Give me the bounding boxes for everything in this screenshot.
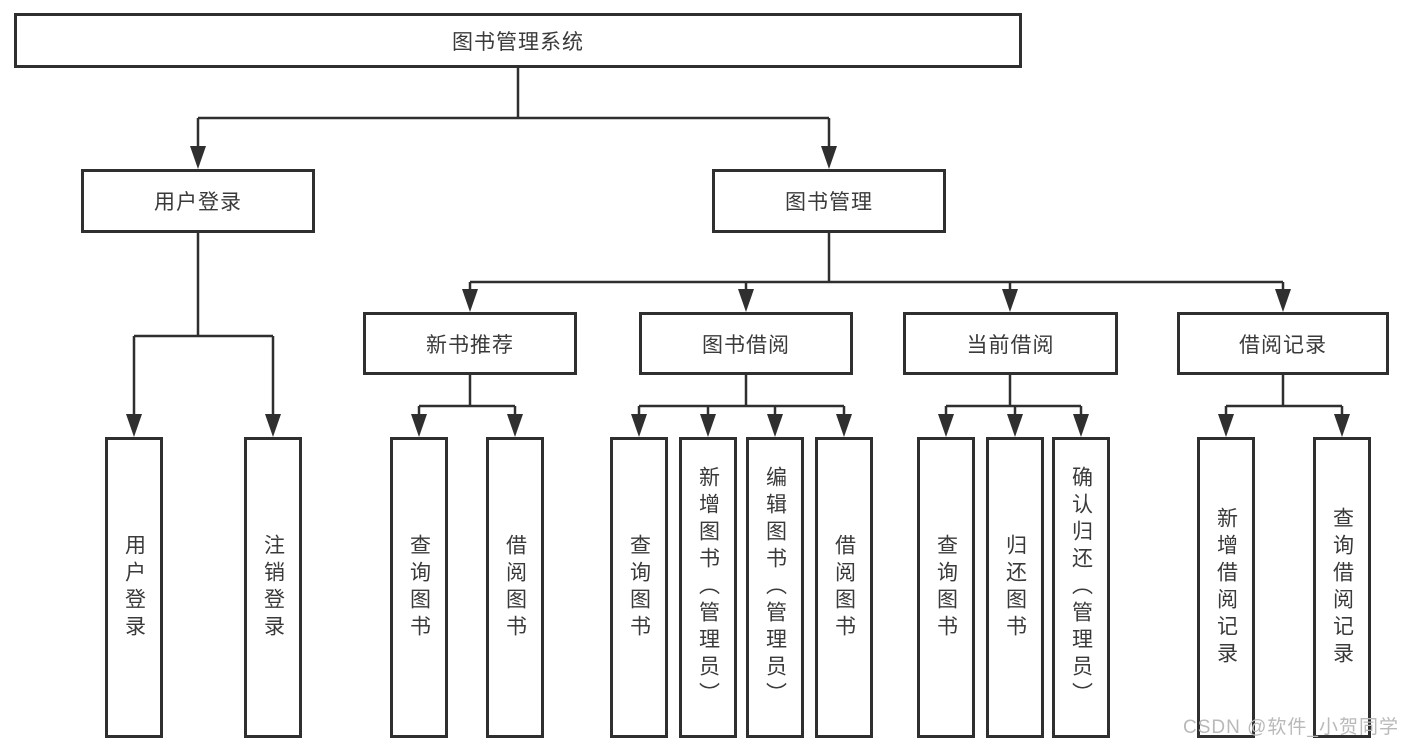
- connector-mgmt-to-level2: [462, 233, 1291, 312]
- node-book-management: 图书管理: [712, 169, 946, 233]
- node-leaf-borrow-borrow-label: 借阅图书: [832, 533, 856, 642]
- connector-current-to-leaves: [938, 375, 1089, 437]
- csdn-watermark: CSDN @软件_小贺同学: [1183, 717, 1399, 738]
- node-current-borrow-label: 当前借阅: [966, 333, 1055, 357]
- arrowhead-icon: [767, 414, 783, 437]
- node-book-borrow: 图书借阅: [639, 312, 853, 375]
- node-borrow-records: 借阅记录: [1177, 312, 1389, 375]
- connector-records-to-leaves: [1218, 375, 1350, 437]
- node-leaf-borrow-query-label: 查询图书: [627, 533, 651, 642]
- arrowhead-icon: [190, 146, 206, 169]
- connector-borrow-to-leaves: [631, 375, 852, 437]
- node-leaf-records-query-label: 查询借阅记录: [1330, 506, 1354, 669]
- arrowhead-icon: [1334, 414, 1350, 437]
- connector-root-to-level1: [190, 68, 837, 169]
- arrowhead-icon: [1002, 289, 1018, 312]
- node-book-management-label: 图书管理: [785, 191, 873, 214]
- arrowhead-icon: [462, 289, 478, 312]
- arrowhead-icon: [821, 146, 837, 169]
- node-leaf-borrow-edit-label: 编辑图书（管理员）: [763, 466, 787, 709]
- node-book-borrow-label: 图书借阅: [702, 333, 790, 357]
- node-leaf-records-query: 查询借阅记录: [1313, 437, 1371, 738]
- arrowhead-icon: [1275, 289, 1291, 312]
- arrowhead-icon: [1218, 414, 1234, 437]
- node-leaf-current-confirm: 确认归还（管理员）: [1052, 437, 1110, 738]
- node-leaf-records-add-label: 新增借阅记录: [1214, 506, 1238, 669]
- connector-newbook-to-leaves: [411, 375, 523, 437]
- node-user-login: 用户登录: [81, 169, 315, 233]
- node-leaf-current-confirm-label: 确认归还（管理员）: [1069, 466, 1093, 709]
- node-new-book-recommend-label: 新书推荐: [426, 333, 514, 357]
- arrowhead-icon: [1007, 414, 1023, 437]
- arrowhead-icon: [126, 414, 142, 437]
- node-root: 图书管理系统: [14, 13, 1022, 68]
- node-leaf-borrow-query: 查询图书: [610, 437, 668, 738]
- arrowhead-icon: [411, 414, 427, 437]
- node-new-book-recommend: 新书推荐: [363, 312, 577, 375]
- node-leaf-newbook-query: 查询图书: [390, 437, 448, 738]
- node-leaf-borrow-add: 新增图书（管理员）: [679, 437, 737, 738]
- node-leaf-logout-label: 注销登录: [261, 533, 285, 642]
- node-leaf-records-add: 新增借阅记录: [1197, 437, 1255, 738]
- node-leaf-newbook-borrow: 借阅图书: [486, 437, 544, 738]
- arrowhead-icon: [507, 414, 523, 437]
- node-leaf-borrow-add-label: 新增图书（管理员）: [696, 466, 720, 709]
- node-root-label: 图书管理系统: [452, 30, 584, 54]
- node-leaf-borrow-edit: 编辑图书（管理员）: [746, 437, 804, 738]
- connector-login-to-leaves: [126, 233, 281, 437]
- node-user-login-label: 用户登录: [154, 191, 242, 214]
- arrowhead-icon: [938, 414, 954, 437]
- node-leaf-user-login-label: 用户登录: [122, 533, 146, 642]
- node-leaf-user-login: 用户登录: [105, 437, 163, 738]
- node-leaf-current-return-label: 归还图书: [1003, 533, 1027, 642]
- node-leaf-logout: 注销登录: [244, 437, 302, 738]
- node-current-borrow: 当前借阅: [903, 312, 1118, 375]
- node-leaf-current-return: 归还图书: [986, 437, 1044, 738]
- arrowhead-icon: [631, 414, 647, 437]
- arrowhead-icon: [738, 289, 754, 312]
- arrowhead-icon: [265, 414, 281, 437]
- arrowhead-icon: [700, 414, 716, 437]
- arrowhead-icon: [836, 414, 852, 437]
- node-leaf-borrow-borrow: 借阅图书: [815, 437, 873, 738]
- node-leaf-current-query: 查询图书: [917, 437, 975, 738]
- node-leaf-newbook-borrow-label: 借阅图书: [503, 533, 527, 642]
- arrowhead-icon: [1073, 414, 1089, 437]
- node-leaf-current-query-label: 查询图书: [934, 533, 958, 642]
- node-borrow-records-label: 借阅记录: [1239, 333, 1327, 357]
- node-leaf-newbook-query-label: 查询图书: [407, 533, 431, 642]
